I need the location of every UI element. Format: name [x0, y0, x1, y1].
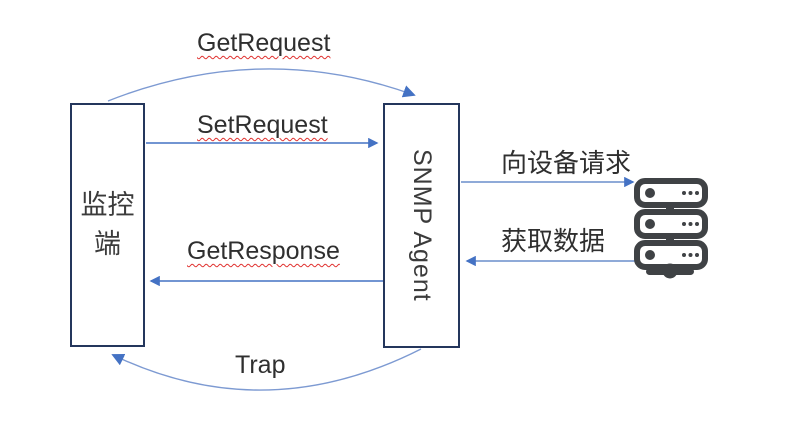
trap-arc-connector: [111, 348, 422, 391]
label-getresponse: GetResponse: [187, 237, 340, 265]
snmp-agent-node: SNMP Agent: [383, 103, 460, 348]
label-request-device: 向设备请求: [501, 148, 632, 178]
monitor-node-label: 监控端: [80, 189, 135, 259]
label-getrequest: GetRequest: [197, 29, 331, 57]
label-setrequest: SetRequest: [197, 111, 328, 139]
monitor-node: 监控端: [70, 103, 145, 347]
getrequest-arc-connector: [107, 68, 416, 102]
snmp-agent-node-label: SNMP Agent: [408, 149, 436, 302]
label-fetch-data: 获取数据: [501, 226, 606, 256]
server-icon: [634, 178, 708, 279]
label-trap: Trap: [235, 351, 286, 379]
